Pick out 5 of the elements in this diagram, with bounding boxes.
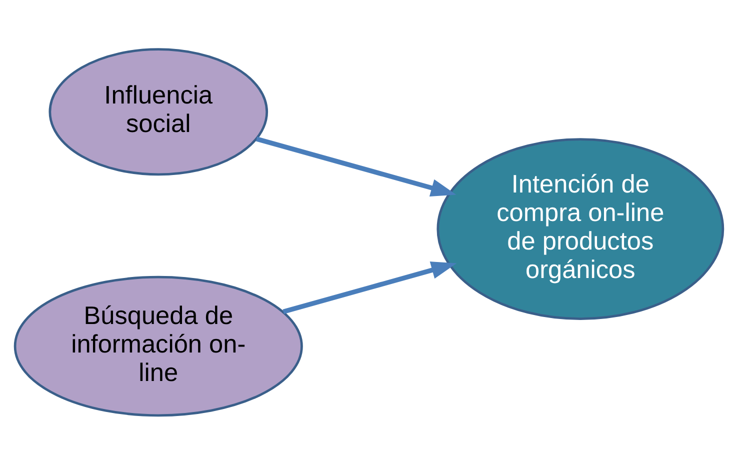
- arrow: [282, 262, 457, 314]
- node-ellipse: Influencia social: [48, 48, 268, 176]
- node-ellipse: Búsqueda de información on-line: [14, 276, 303, 417]
- node-ellipse: Intención de compra on-line de productos orgánicos: [436, 138, 724, 320]
- arrow: [256, 136, 456, 196]
